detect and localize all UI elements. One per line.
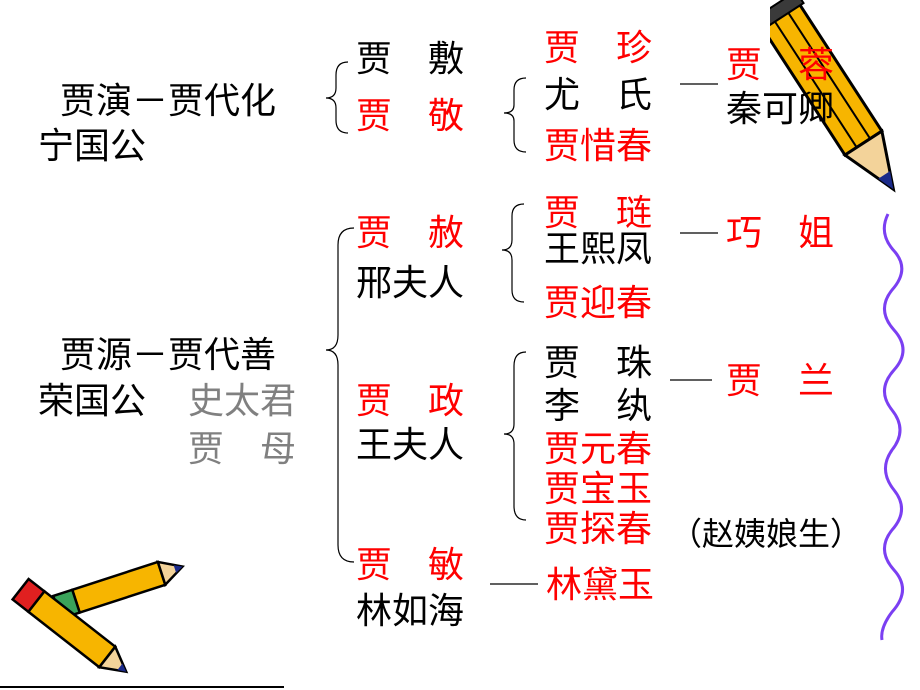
jia-baoyu: 贾宝玉: [544, 469, 653, 510]
brace-rongguo: [325, 227, 355, 563]
jia-she: 贾 赦: [356, 213, 465, 254]
wave-border: [880, 213, 905, 641]
jia-yuanchun: 贾元春: [544, 429, 653, 470]
qiao-jie: 巧 姐: [726, 213, 835, 254]
jia-zhen: 贾 珍: [544, 28, 653, 69]
jia-xichun: 贾惜春: [544, 126, 653, 167]
jia-tanchun: 贾探春: [544, 509, 653, 550]
jia-lan: 贾 兰: [726, 361, 835, 402]
shi-taijun: 史太君: [188, 381, 297, 422]
rongguo-line1: 贾源－贾代善: [60, 335, 277, 376]
ningguo-line1: 贾演－贾代化: [60, 81, 277, 122]
lin-ruhai: 林如海: [356, 591, 465, 632]
brace-she: [501, 203, 525, 303]
tanchun-note: （赵姨娘生）: [670, 515, 863, 553]
jia-lian: 贾 琏: [544, 193, 653, 234]
jia-min: 贾 敏: [356, 545, 465, 586]
qin-keqing: 秦可卿: [726, 89, 835, 130]
rongguo-line2: 荣国公: [38, 381, 147, 422]
jia-yingchun: 贾迎春: [544, 283, 653, 324]
you-shi: 尤 氏: [544, 75, 653, 116]
brace-ningguo: [325, 61, 349, 134]
ningguo-line2: 宁国公: [38, 126, 147, 167]
jia-fu: 贾 敷: [356, 39, 465, 80]
wang-furen: 王夫人: [356, 425, 465, 466]
jia-zhu: 贾 珠: [544, 343, 653, 384]
crossed-pencils-icon: [10, 560, 185, 674]
jia-mu: 贾 母: [188, 429, 297, 470]
pencil-icon: [770, 0, 896, 193]
wang-xifeng: 王熙凤: [544, 229, 653, 270]
li-wan: 李 纨: [544, 386, 653, 427]
brace-jing: [503, 77, 527, 153]
jia-jing: 贾 敬: [356, 96, 465, 137]
lin-daiyu: 林黛玉: [546, 565, 655, 606]
xing-furen: 邢夫人: [356, 263, 465, 304]
jia-rong: 贾 蓉: [726, 45, 835, 86]
jia-zheng: 贾 政: [356, 381, 465, 422]
brace-zheng: [503, 351, 527, 521]
